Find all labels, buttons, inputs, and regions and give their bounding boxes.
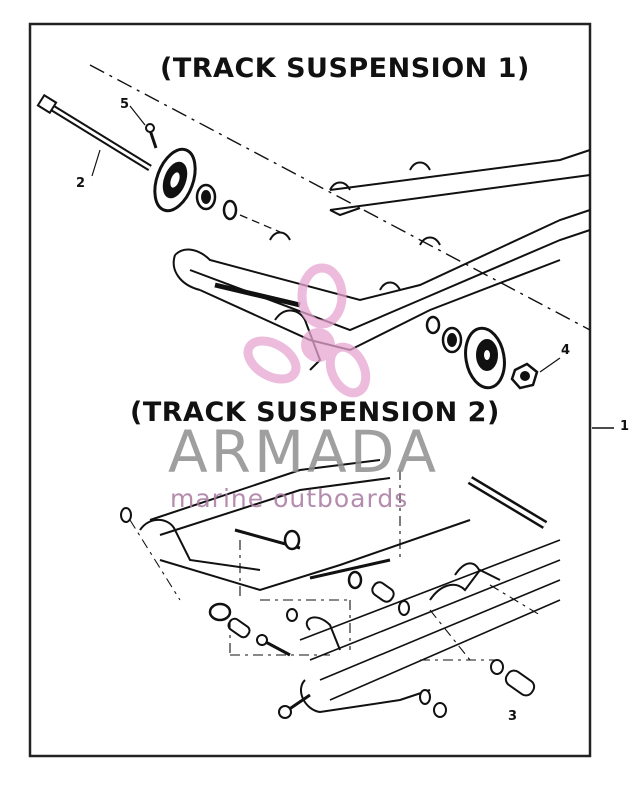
diagram-title-2: (TRACK SUSPENSION 2) <box>130 397 500 428</box>
assembly-lines-2 <box>129 470 541 661</box>
leader-4 <box>539 357 561 373</box>
washer-d <box>490 659 504 675</box>
centerline-1 <box>89 64 591 331</box>
rail-end-curve <box>172 254 201 291</box>
shaft-head <box>36 93 58 115</box>
watermark-tagline: marine outboards <box>170 484 409 513</box>
front-curve-2 <box>139 518 261 571</box>
lower-rail-mid <box>189 229 591 332</box>
bushing-b <box>347 570 363 590</box>
washer-a <box>120 507 132 523</box>
washer-c <box>286 608 298 622</box>
sleeve-a <box>371 581 395 603</box>
rear-bracket <box>274 309 322 371</box>
bushing-a <box>283 529 301 551</box>
leader-2 <box>91 149 101 177</box>
upper-rail-edge <box>329 149 591 211</box>
collar-2 <box>425 315 441 335</box>
front-rail-lower <box>159 519 471 592</box>
spring-rod-2 <box>309 558 391 580</box>
rear-bracket-2 <box>429 568 501 601</box>
callout-1: 1 <box>620 419 630 434</box>
leader-line-1 <box>239 214 281 233</box>
collar-1 <box>222 199 238 221</box>
rail-end-curve-2 <box>300 679 431 714</box>
diagram-title-1: (TRACK SUSPENSION 1) <box>160 53 530 84</box>
propeller-icon <box>243 263 371 398</box>
rear-hook <box>454 562 481 576</box>
callout-2: 2 <box>76 176 86 191</box>
suspension-1-drawing <box>36 64 591 390</box>
washer-e <box>419 689 431 705</box>
pin-part-3 <box>504 669 536 697</box>
rail-mount-bumps <box>269 231 441 291</box>
lower-shaft <box>214 282 301 308</box>
callout-4: 4 <box>561 343 571 358</box>
rail-mid-curve <box>305 616 341 651</box>
slide-rail-2 <box>299 539 561 701</box>
watermark-brand: ARMADA <box>168 418 440 486</box>
nut-b <box>433 702 447 718</box>
washer-b <box>398 600 410 616</box>
suspension-2-drawing <box>120 459 561 719</box>
upper-rail-tabs <box>329 161 431 217</box>
leader-5 <box>129 105 146 126</box>
diagram-border <box>28 22 592 758</box>
cap-a <box>208 602 232 622</box>
bolt-head <box>145 123 155 133</box>
callout-3: 3 <box>508 709 518 724</box>
bolt-part-5 <box>148 129 158 149</box>
upper-rail-2 <box>149 459 391 536</box>
lower-rail-bottom <box>199 259 561 352</box>
callout-5: 5 <box>120 97 130 112</box>
